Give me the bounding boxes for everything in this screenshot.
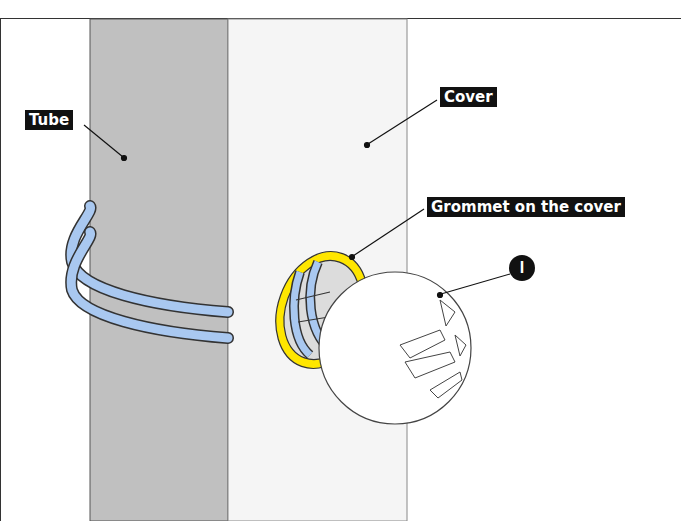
- ring-spring: [71, 206, 228, 338]
- frame-line: [0, 18, 1, 521]
- part-label: Tube: [25, 110, 73, 130]
- part-label: Grommet on the cover: [427, 197, 625, 217]
- cover: [228, 19, 407, 521]
- part-label: Cover: [440, 87, 497, 107]
- sphere: [319, 272, 471, 424]
- callout-number: I: [509, 255, 535, 281]
- tube: [90, 19, 228, 521]
